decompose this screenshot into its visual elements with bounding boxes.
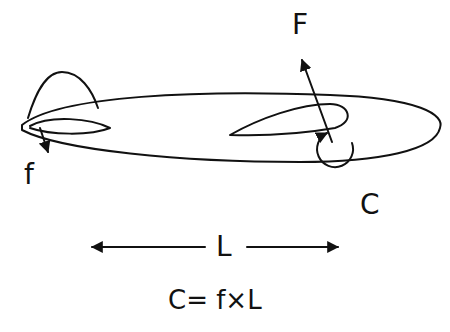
quantity-label: L [216, 232, 232, 263]
moment-arc [317, 133, 353, 167]
quantity-label: C [360, 190, 380, 221]
quantity-label: F [292, 10, 308, 41]
fuselage [22, 93, 441, 162]
wing [230, 104, 348, 135]
quantity-label: f [24, 160, 34, 191]
length-arrow [247, 246, 338, 248]
tail-fin [28, 72, 98, 118]
tail-force-arrow [40, 128, 48, 152]
length-arrow [92, 246, 205, 248]
formula-label: C= f×L [168, 286, 262, 315]
force-arrow [302, 60, 332, 142]
